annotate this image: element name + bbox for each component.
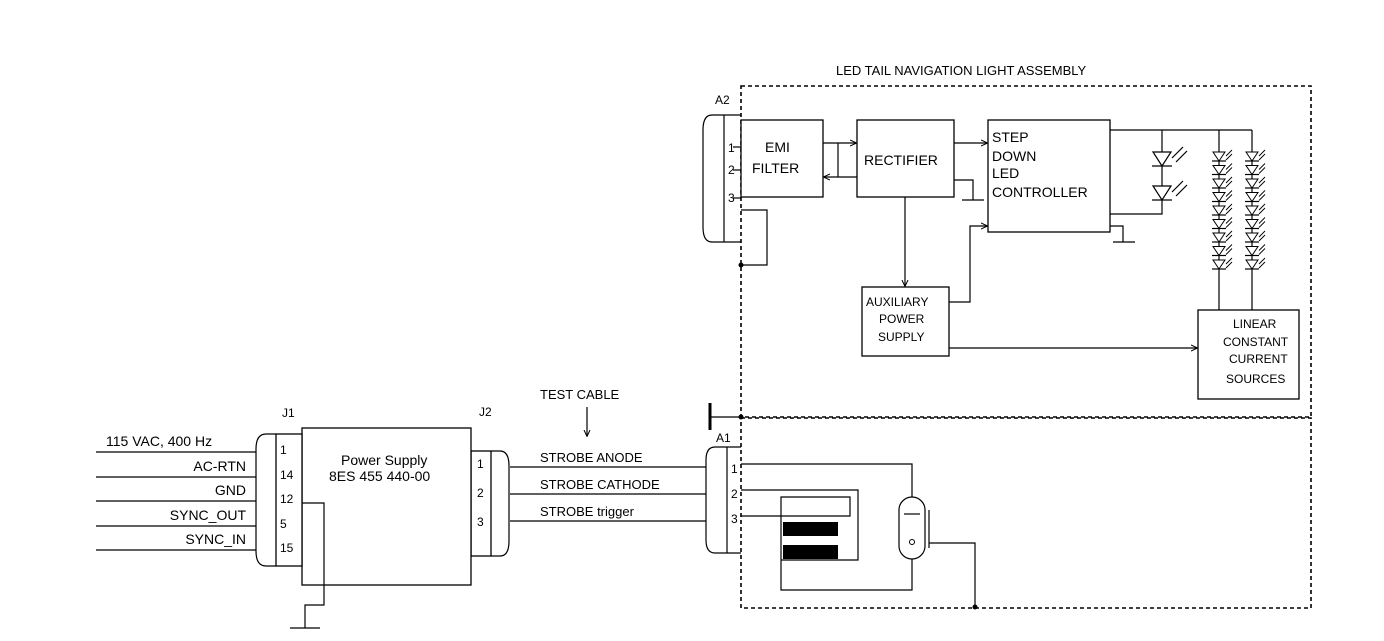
led-icon [1212, 259, 1226, 270]
led-icon [1212, 246, 1226, 257]
power-supply-block [301, 427, 472, 586]
cable-signal-label: STROBE trigger [540, 504, 635, 519]
connector-a1: A1 1 2 3 [705, 431, 741, 554]
rectifier-label: RECTIFIER [864, 152, 938, 168]
led-icon [1245, 259, 1259, 270]
linear-sources-label: SOURCES [1226, 372, 1285, 386]
power-supply-label: Power Supply [341, 452, 427, 468]
aux-power-block [861, 286, 950, 357]
connector-j2: J2 1 2 3 [470, 405, 510, 557]
aux-power-label: SUPPLY [878, 330, 924, 344]
led-icon [1245, 165, 1259, 176]
connector-j1-pin: 15 [280, 541, 294, 555]
connector-j1-pin: 1 [280, 443, 287, 457]
test-cable-label: TEST CABLE [540, 387, 620, 402]
led-icon [1212, 219, 1226, 230]
connector-j2-label: J2 [479, 405, 492, 419]
connector-j1-pin: 5 [280, 517, 287, 531]
led-icon [1212, 205, 1226, 216]
trigger-transformer-icon [783, 522, 838, 536]
emi-filter-label: FILTER [752, 160, 799, 176]
led-controller-block [987, 119, 1111, 233]
linear-sources-label: LINEAR [1233, 317, 1277, 331]
input-signal-label: SYNC_IN [185, 531, 246, 547]
led-icon [1245, 232, 1259, 243]
led-icon [1212, 151, 1226, 162]
assembly-title: LED TAIL NAVIGATION LIGHT ASSEMBLY [836, 63, 1087, 78]
emi-filter-label: EMI [765, 139, 790, 155]
connector-j2-pin: 1 [477, 457, 484, 471]
aux-power-label: AUXILIARY [866, 295, 928, 309]
led-icon [1245, 151, 1259, 162]
flash-tube-icon [898, 496, 926, 560]
led-icon [1212, 192, 1226, 203]
connector-j1-label: J1 [282, 406, 295, 420]
linear-sources-label: CONSTANT [1223, 335, 1289, 349]
connector-a1-label: A1 [716, 431, 731, 445]
input-signal-label: 115 VAC, 400 Hz [106, 433, 212, 449]
input-signals: 115 VAC, 400 Hz AC-RTN GND SYNC_OUT SYNC… [96, 433, 256, 551]
power-supply-label: 8ES 455 440-00 [329, 468, 430, 484]
connector-a1-pin: 2 [731, 487, 738, 501]
strobe-circuit [741, 463, 978, 610]
led-chain [1212, 149, 1266, 275]
chassis-ground [708, 403, 744, 430]
connector-a2: A2 1 2 3 [702, 93, 741, 243]
led-icon [1212, 165, 1226, 176]
linear-sources-label: CURRENT [1229, 352, 1288, 366]
rectifier-block [856, 119, 955, 198]
led-icon [1245, 246, 1259, 257]
connector-a1-pin: 3 [731, 512, 738, 526]
led-icon [1245, 219, 1259, 230]
cable-signal-label: STROBE CATHODE [540, 477, 660, 492]
led-controller-label: LED [992, 165, 1019, 181]
connector-j1-pin: 14 [280, 468, 294, 482]
led-icon [1245, 205, 1259, 216]
connector-a2-pin: 1 [728, 141, 735, 155]
led-icon [1245, 178, 1259, 189]
connector-a2-label: A2 [715, 93, 730, 107]
connector-j2-pin: 3 [477, 515, 484, 529]
connector-a2-pin: 2 [728, 163, 735, 177]
led-icon [1212, 232, 1226, 243]
input-signal-label: GND [215, 482, 246, 498]
connector-j2-pin: 2 [477, 486, 484, 500]
emi-filter-block [740, 119, 824, 198]
led-icon [1245, 192, 1259, 203]
connector-a1-pin: 1 [731, 462, 738, 476]
led-controller-label: CONTROLLER [992, 184, 1088, 200]
cable-signal-label: STROBE ANODE [540, 450, 643, 465]
connector-j1: J1 1 14 12 5 15 [255, 406, 325, 629]
test-cable: STROBE ANODE STROBE CATHODE STROBE trigg… [510, 450, 706, 522]
input-signal-label: AC-RTN [193, 458, 246, 474]
led-icon [1212, 178, 1226, 189]
connector-j1-pin: 12 [280, 492, 294, 506]
connector-a2-pin: 3 [728, 191, 735, 205]
led-controller-label: STEP [992, 129, 1029, 145]
input-signal-label: SYNC_OUT [170, 507, 247, 523]
linear-sources-block [1197, 309, 1300, 400]
aux-power-label: POWER [879, 312, 925, 326]
upper-wiring [733, 129, 1266, 348]
led-icon [1151, 146, 1188, 205]
led-controller-label: DOWN [992, 148, 1036, 164]
assembly-outline [740, 85, 1312, 609]
